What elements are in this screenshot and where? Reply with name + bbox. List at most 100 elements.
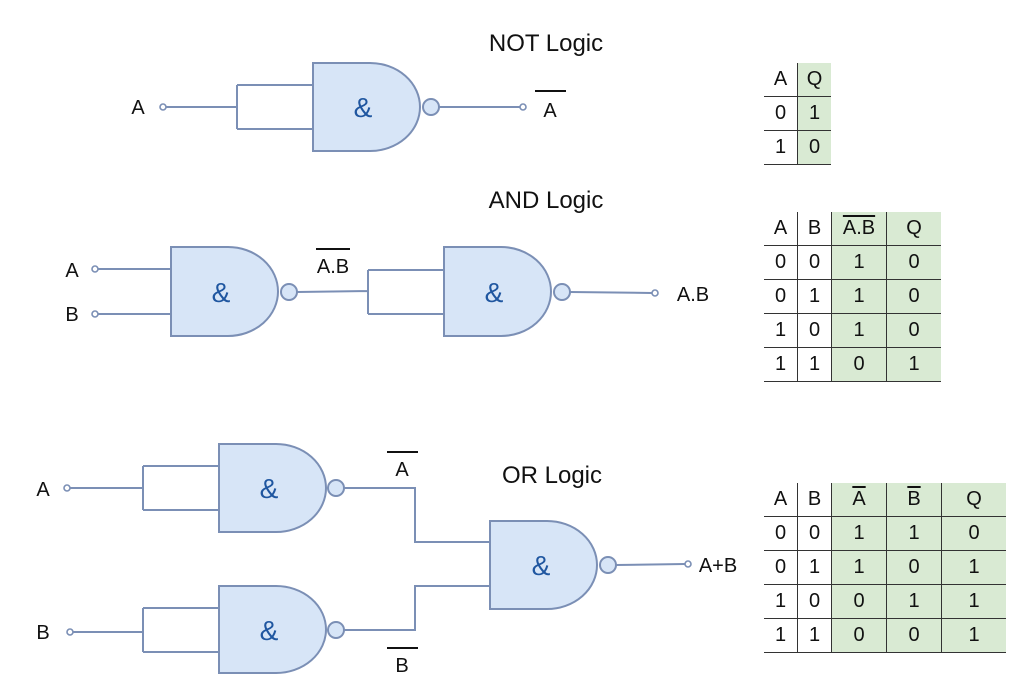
or-input-label-b: B <box>36 622 49 644</box>
and-gate-2-bubble <box>553 283 571 301</box>
and-input-label-a: A <box>65 260 79 282</box>
not-input-label-a: A <box>131 97 145 119</box>
header-cell: B <box>797 212 832 246</box>
table-row: 1 1 0 0 1 <box>764 618 1006 653</box>
or-input-wire-a <box>70 465 219 511</box>
or-gate-output-bubble <box>599 556 617 574</box>
table-row: 0 0 1 0 <box>764 245 941 280</box>
not-gate-ampersand: & <box>354 92 373 123</box>
header-cell-overlined: A.B <box>831 212 887 246</box>
header-cell-overlined: B <box>886 483 942 517</box>
not-output-label: A <box>543 100 557 122</box>
and-input-wires <box>98 268 171 315</box>
header-cell-overlined: A <box>831 483 887 517</box>
and-gate-2-ampersand: & <box>485 277 504 308</box>
table-cell: 1 <box>831 516 887 551</box>
or-gate-b-bubble <box>327 621 345 639</box>
not-input-terminal <box>159 103 167 111</box>
or-nand-gate-b <box>218 585 327 674</box>
not-output-terminal <box>519 103 527 111</box>
table-row: 0 1 <box>764 96 831 131</box>
table-row: 1 1 0 1 <box>764 347 941 382</box>
table-cell: 0 <box>886 550 942 585</box>
table-cell: 0 <box>797 130 831 165</box>
table-row: 0 1 1 0 1 <box>764 550 1006 585</box>
or-input-terminal-a <box>63 484 71 492</box>
table-cell: 1 <box>941 618 1006 653</box>
table-header-row: A B A B Q <box>764 483 1006 517</box>
or-gate-output-ampersand: & <box>532 550 551 581</box>
and-output-terminal <box>651 289 659 297</box>
table-header-row: A Q <box>764 63 831 97</box>
table-cell: 0 <box>764 550 798 585</box>
or-output-wire <box>615 563 686 566</box>
or-gate-a-bubble <box>327 479 345 497</box>
and-intermediate-wire <box>296 269 444 315</box>
and-nand-gate-2 <box>443 246 552 337</box>
table-cell: 0 <box>941 516 1006 551</box>
header-cell: Q <box>886 212 941 246</box>
or-input-label-a: A <box>36 479 50 501</box>
not-inversion-bubble <box>422 98 440 116</box>
table-cell: 0 <box>764 245 798 280</box>
and-gate-1-bubble <box>280 283 298 301</box>
table-cell: 1 <box>831 550 887 585</box>
table-cell: 1 <box>886 347 941 382</box>
table-cell: 1 <box>764 618 798 653</box>
table-cell: 1 <box>764 130 798 165</box>
table-cell: 1 <box>886 516 942 551</box>
header-cell: A <box>764 63 798 97</box>
table-cell: 0 <box>886 313 941 348</box>
table-cell: 1 <box>797 618 832 653</box>
table-row: 1 0 1 0 <box>764 313 941 348</box>
table-row: 0 0 1 1 0 <box>764 516 1006 551</box>
or-input-terminal-b <box>66 628 74 636</box>
table-cell: 1 <box>797 279 832 314</box>
or-gate-a-ampersand: & <box>260 473 279 504</box>
table-cell: 0 <box>886 279 941 314</box>
table-cell: 0 <box>764 96 798 131</box>
and-gate-1-ampersand: & <box>212 277 231 308</box>
or-intermediate-label-a: A <box>395 459 409 481</box>
table-cell: 0 <box>886 245 941 280</box>
table-cell: 1 <box>831 245 887 280</box>
not-truth-table: A Q 0 1 1 0 <box>764 63 831 165</box>
and-nand-gate-1 <box>170 246 279 337</box>
or-gate-b-ampersand: & <box>260 615 279 646</box>
table-cell: 0 <box>886 618 942 653</box>
table-row: 0 1 1 0 <box>764 279 941 314</box>
header-cell: Q <box>797 63 831 97</box>
table-header-row: A B A.B Q <box>764 212 941 246</box>
and-input-terminal-b <box>91 310 99 318</box>
or-nand-gate-output <box>489 520 598 610</box>
table-cell: 1 <box>764 584 798 619</box>
and-output-label: A.B <box>677 284 709 306</box>
and-truth-table: A B A.B Q 0 0 1 0 0 1 1 0 1 0 1 0 1 1 0 … <box>764 212 941 382</box>
not-input-wire <box>166 84 313 130</box>
table-cell: 1 <box>941 550 1006 585</box>
and-logic-title: AND Logic <box>489 187 604 214</box>
header-cell: A <box>764 212 798 246</box>
or-intermediate-label-b: B <box>395 655 408 677</box>
or-intermediate-wire-b <box>344 585 490 631</box>
header-cell: A <box>764 483 798 517</box>
table-cell: 0 <box>831 618 887 653</box>
table-cell: 0 <box>797 245 832 280</box>
table-cell: 1 <box>831 313 887 348</box>
table-cell: 1 <box>764 347 798 382</box>
table-row: 1 0 0 1 1 <box>764 584 1006 619</box>
and-input-terminal-a <box>91 265 99 273</box>
and-output-wire <box>569 291 653 294</box>
and-intermediate-label: A.B <box>317 256 349 278</box>
table-cell: 0 <box>831 584 887 619</box>
table-cell: 0 <box>797 516 832 551</box>
and-logic-circuit: AND Logic A B & A.B & A.B <box>65 187 709 337</box>
table-row: 1 0 <box>764 130 831 165</box>
header-cell: B <box>797 483 832 517</box>
table-cell: 0 <box>764 279 798 314</box>
and-input-label-b: B <box>65 304 78 326</box>
or-nand-gate-a <box>218 443 327 533</box>
not-nand-gate <box>312 62 421 152</box>
table-cell: 1 <box>886 584 942 619</box>
